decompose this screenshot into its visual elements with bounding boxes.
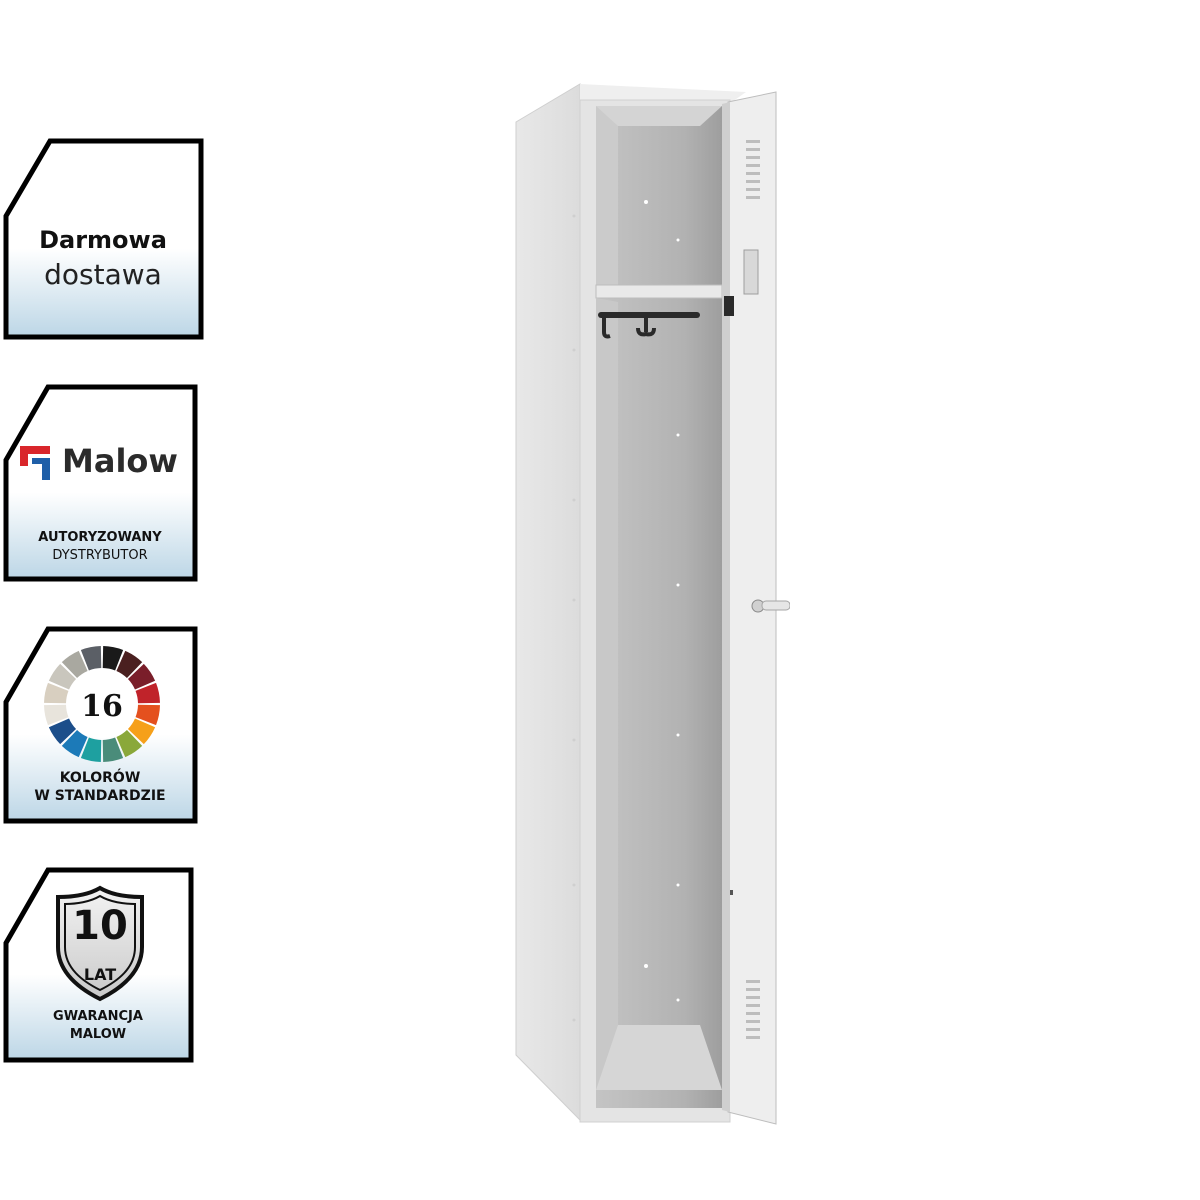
colors-line2: W STANDARDZIE [34, 788, 166, 804]
coat-hook [602, 318, 611, 339]
color-swatch [127, 663, 156, 690]
locker-top [580, 84, 746, 102]
color-swatch [48, 663, 77, 690]
warranty-unit: LAT [83, 965, 117, 984]
color-swatch [102, 646, 124, 671]
brand-name: Malow [62, 442, 178, 480]
color-count: 16 [81, 689, 123, 724]
door-latch [724, 296, 734, 316]
colors-badge: 16 KOLORÓW W STANDARDZIE [2, 626, 198, 824]
warranty-years: 10 [72, 903, 128, 949]
colors-line1: KOLORÓW [59, 770, 141, 786]
color-swatch [44, 682, 69, 704]
distributor-line2: DYSTRYBUTOR [52, 548, 148, 563]
color-swatch [116, 729, 143, 758]
warranty-line1: GWARANCJA [53, 1009, 143, 1024]
color-swatch [116, 650, 143, 679]
color-swatch [135, 704, 160, 726]
badge-frame [3, 138, 204, 340]
warranty-line2: MALOW [69, 1027, 127, 1042]
color-swatch [102, 737, 124, 762]
authorized-distributor-badge: Malow AUTORYZOWANY DYSTRYBUTOR [2, 384, 198, 582]
free-delivery-badge: Darmowa dostawa [2, 138, 204, 340]
badge-frame [3, 384, 198, 582]
color-wheel-icon [44, 646, 160, 762]
color-swatch [135, 682, 160, 704]
warranty-badge: 10 LAT GWARANCJA MALOW [2, 867, 194, 1063]
hanging-rail [598, 312, 700, 318]
color-swatch [80, 646, 102, 671]
locker-side-panel [515, 83, 581, 1122]
malow-logo-icon [20, 446, 50, 480]
color-swatch [61, 729, 88, 758]
color-swatch [48, 718, 77, 745]
color-swatch [44, 704, 69, 726]
locker-shelf [595, 284, 723, 299]
label-holder [743, 249, 759, 295]
coat-hook [636, 312, 656, 337]
door-vents-bottom [746, 980, 760, 1039]
locker-image [515, 83, 790, 1125]
door-vents-top [746, 140, 760, 199]
delivery-title: Darmowa [39, 226, 167, 254]
color-swatch [127, 718, 156, 745]
color-swatch [80, 737, 102, 762]
delivery-subtitle: dostawa [44, 258, 162, 291]
shield-icon [56, 885, 144, 1002]
color-swatch [61, 650, 88, 679]
distributor-line1: AUTORYZOWANY [38, 530, 162, 545]
